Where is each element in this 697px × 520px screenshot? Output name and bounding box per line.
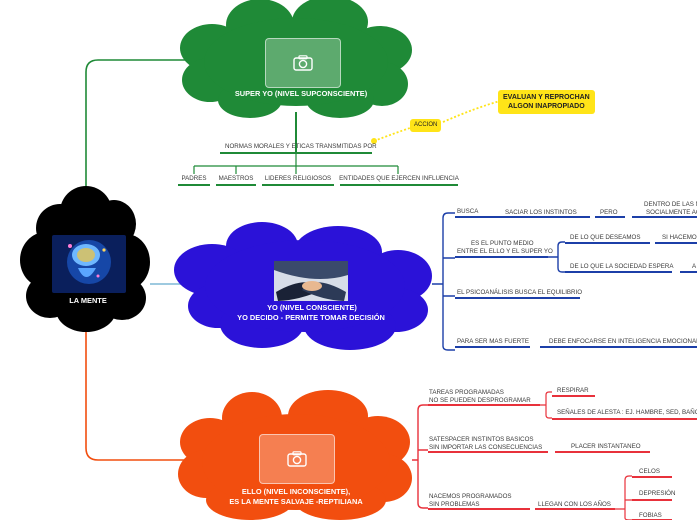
connector-accion-dotted bbox=[373, 100, 501, 142]
ello-title-line2: ES LA MENTE SALVAJE -REPTILIANA bbox=[229, 497, 363, 506]
yo-title-line2: YO DECIDO - PERMITE TOMAR DECISIÓN bbox=[237, 313, 385, 322]
yo-title-line1: YO (NIVEL CONSCIENTE) bbox=[267, 303, 357, 312]
yo-punto-line2: ENTRE EL ELLO Y EL SUPER YO bbox=[457, 248, 553, 255]
superyo-norms: NORMAS MORALES Y ETICAS TRANSMITIDAS POR bbox=[225, 143, 377, 150]
ello-respirar: RESPIRAR bbox=[557, 387, 589, 394]
camera-icon bbox=[287, 451, 307, 467]
ello-fobias: FOBIAS bbox=[639, 512, 662, 519]
ello-satisfacer-line2: SIN IMPORTAR LAS CONSECUENCIAS bbox=[429, 444, 543, 451]
yo-dentro-line1: DENTRO DE LAS N bbox=[644, 201, 697, 208]
ello-senales: SEÑALES DE ALESTA : EJ. HAMBRE, SED, BAÑ… bbox=[557, 409, 697, 416]
superyo-agent-maestros: MAESTROS bbox=[218, 175, 254, 182]
ello-celos: CELOS bbox=[639, 468, 660, 475]
yo-ser-mas-fuerte: PARA SER MAS FUERTE bbox=[457, 338, 529, 345]
superyo-agent-entidades: ENTIDADES QUE EJERCEN INFLUENCIA bbox=[339, 175, 459, 182]
ello-placer: PLACER INSTANTANEO bbox=[571, 443, 641, 450]
yo-deseamos: DE LO QUE DESEAMOS bbox=[570, 234, 641, 241]
handshake-image bbox=[274, 261, 348, 301]
ello-tareas-line2: NO SE PUEDEN DESPROGRAMAR bbox=[429, 397, 531, 404]
ello-nacemos-line2: SIN PROBLEMAS bbox=[429, 501, 480, 508]
yo-inteligencia-emocional: DEBE ENFOCARSE EN INTELIGENCIA EMOCIONAL bbox=[549, 338, 697, 345]
yo-saciar: SACIAR LOS INSTINTOS bbox=[505, 209, 577, 216]
ello-nacemos-line1: NACEMOS PROGRAMADOS bbox=[429, 493, 512, 500]
superyo-agent-padres: PADRES bbox=[181, 175, 207, 182]
ello-cloud[interactable] bbox=[178, 390, 412, 520]
superyo-title: SUPER YO (NIVEL SUPCONSCIENTE) bbox=[234, 89, 368, 98]
camera-icon bbox=[293, 55, 313, 71]
connector-root-ello bbox=[85, 332, 185, 461]
ello-llegan: LLEGAN CON LOS AÑOS bbox=[538, 501, 611, 508]
yo-sociedad: DE LO QUE LA SOCIEDAD ESPERA bbox=[570, 263, 674, 270]
yo-a-truncated: A bbox=[692, 263, 697, 270]
root-label: LA MENTE bbox=[69, 296, 107, 305]
ello-tareas-line1: TAREAS PROGRAMADAS bbox=[429, 389, 504, 396]
yo-psicoanalisis: EL PSICOANÁLISIS BUSCA EL EQUILIBRIO bbox=[457, 289, 583, 296]
superyo-cloud[interactable] bbox=[180, 0, 412, 118]
yo-si-hacemo: SI HACEMO bbox=[662, 234, 697, 241]
superyo-image-placeholder bbox=[265, 38, 341, 88]
brain-image bbox=[52, 235, 126, 293]
yo-busca: BUSCA bbox=[457, 208, 479, 215]
ello-title-line1: ELLO (NIVEL INCONSCIENTE), bbox=[241, 487, 351, 496]
accion-label: ACCION bbox=[410, 119, 442, 132]
yo-punto-line1: ES EL PUNTO MEDIO bbox=[471, 240, 534, 247]
superyo-agent-lideres: LIDERES RELIGIOSOS bbox=[264, 175, 332, 182]
yo-dentro-line2: SOCIALMENTE AC bbox=[646, 209, 697, 216]
ello-image-placeholder bbox=[259, 434, 335, 484]
ello-satisfacer-line1: SATESPACER INSTINTOS BASICOS bbox=[429, 436, 534, 443]
yo-pero: PERO bbox=[600, 209, 618, 216]
ello-depresion: DEPRESIÓN bbox=[639, 490, 676, 497]
connector-root-superyo bbox=[85, 59, 210, 195]
